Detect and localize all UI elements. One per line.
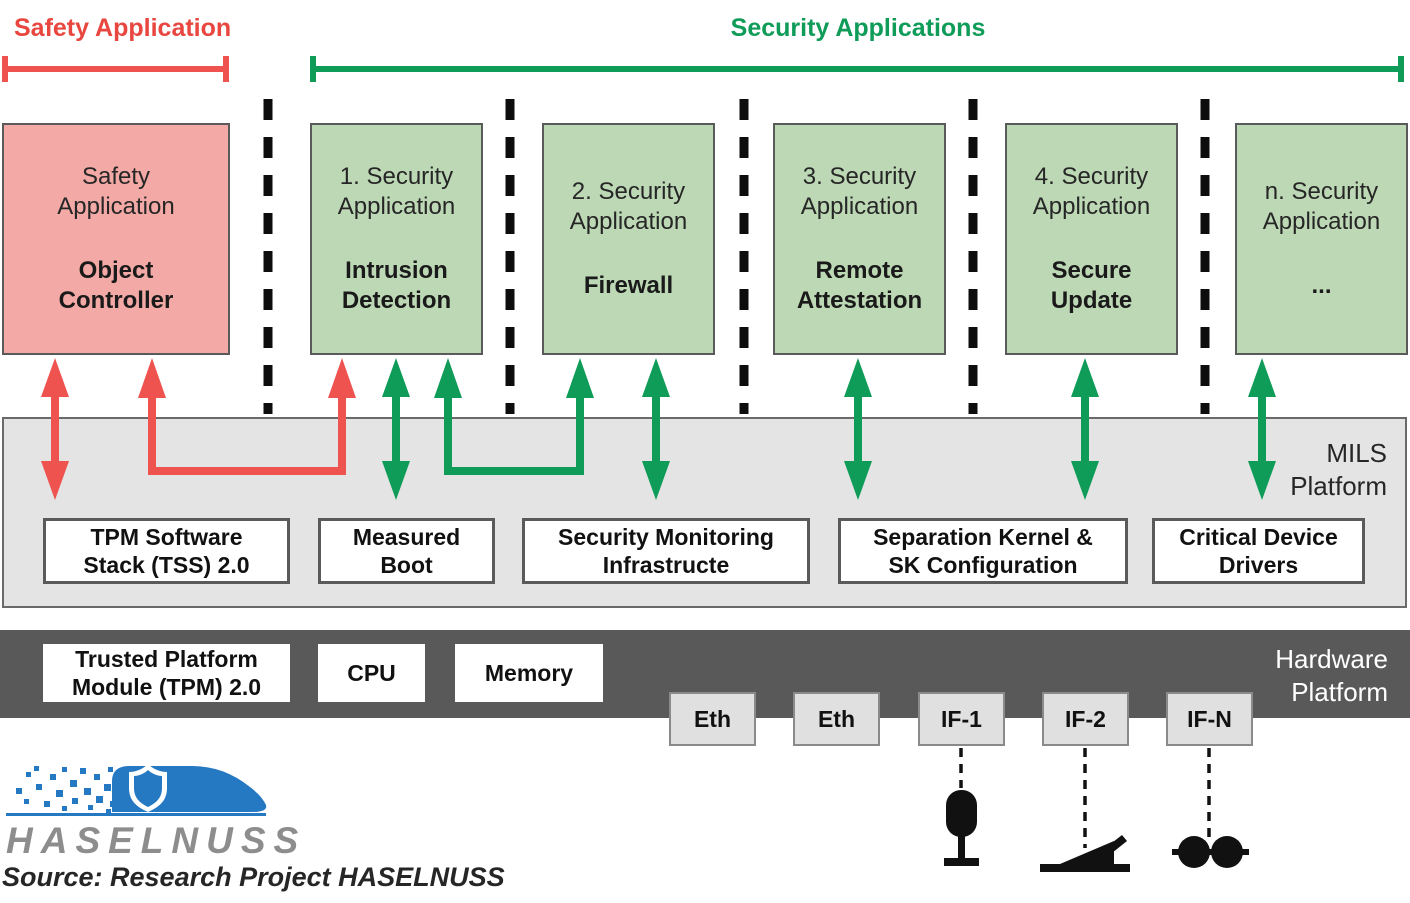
module-memory: Memory xyxy=(455,644,603,702)
module-security-monitoring: Security Monitoring Infrastructe xyxy=(522,518,810,584)
app-box-name: Remote Attestation xyxy=(796,257,923,315)
mils-platform-label: MILS Platform xyxy=(1290,438,1387,502)
haselnuss-logo-train-icon xyxy=(6,764,267,816)
app-box-title: 3. Security Application xyxy=(800,162,919,220)
axle-counter-icon xyxy=(1172,836,1249,868)
logo-shield-outline xyxy=(129,764,167,812)
safety-bracket xyxy=(2,56,229,82)
logo-underline xyxy=(6,813,266,816)
safety-application-box: Safety Application Object Controller xyxy=(2,123,230,355)
haselnuss-logo-wordmark: HASELNUSS xyxy=(6,820,307,861)
security-bracket xyxy=(310,56,1404,82)
interface-box-eth-1: Eth xyxy=(669,692,756,746)
app-box-name: Intrusion Detection xyxy=(341,257,452,315)
interface-drop-lines xyxy=(959,748,1211,848)
module-tpm-software-stack: TPM Software Stack (TSS) 2.0 xyxy=(43,518,290,584)
interface-box-if-1: IF-1 xyxy=(918,692,1005,746)
mils-platform-band: MILS Platform TPM Software Stack (TSS) 2… xyxy=(2,417,1407,608)
security-application-4-box: 4. Security Application Secure Update xyxy=(1005,123,1178,355)
app-box-title: 4. Security Application xyxy=(1032,162,1151,220)
module-separation-kernel: Separation Kernel & SK Configuration xyxy=(838,518,1128,584)
logo-pixel-dissolve xyxy=(16,766,123,814)
railway-signal-icon xyxy=(944,790,979,866)
app-box-name: Firewall xyxy=(583,272,674,300)
app-box-title: n. Security Application xyxy=(1262,177,1381,235)
logo-train-body xyxy=(112,766,267,812)
security-application-2-box: 2. Security Application Firewall xyxy=(542,123,715,355)
app-box-name: Secure Update xyxy=(1050,257,1133,315)
logo-shield-inner xyxy=(134,770,162,807)
app-box-name: ... xyxy=(1311,272,1332,300)
security-application-3-box: 3. Security Application Remote Attestati… xyxy=(773,123,946,355)
safety-application-group-label: Safety Application xyxy=(14,14,232,42)
security-applications-group-label: Security Applications xyxy=(730,14,986,42)
interface-box-eth-2: Eth xyxy=(793,692,880,746)
app-box-name: Object Controller xyxy=(58,257,174,315)
source-attribution: Source: Research Project HASELNUSS xyxy=(2,862,505,892)
module-cpu: CPU xyxy=(318,644,425,702)
interface-box-if-n: IF-N xyxy=(1166,692,1253,746)
railway-switch-icon xyxy=(1040,835,1130,872)
hardware-platform-band: Hardware Platform Trusted Platform Modul… xyxy=(0,630,1410,718)
hardware-platform-label: Hardware Platform xyxy=(1275,644,1388,708)
app-box-title: 1. Security Application xyxy=(337,162,456,220)
module-critical-device-drivers: Critical Device Drivers xyxy=(1152,518,1365,584)
security-application-n-box: n. Security Application ... xyxy=(1235,123,1408,355)
security-application-1-box: 1. Security Application Intrusion Detect… xyxy=(310,123,483,355)
interface-box-if-2: IF-2 xyxy=(1042,692,1129,746)
app-box-title: 2. Security Application xyxy=(569,177,688,235)
app-box-title: Safety Application xyxy=(57,162,175,220)
module-measured-boot: Measured Boot xyxy=(318,518,495,584)
module-tpm-chip: Trusted Platform Module (TPM) 2.0 xyxy=(43,644,290,702)
